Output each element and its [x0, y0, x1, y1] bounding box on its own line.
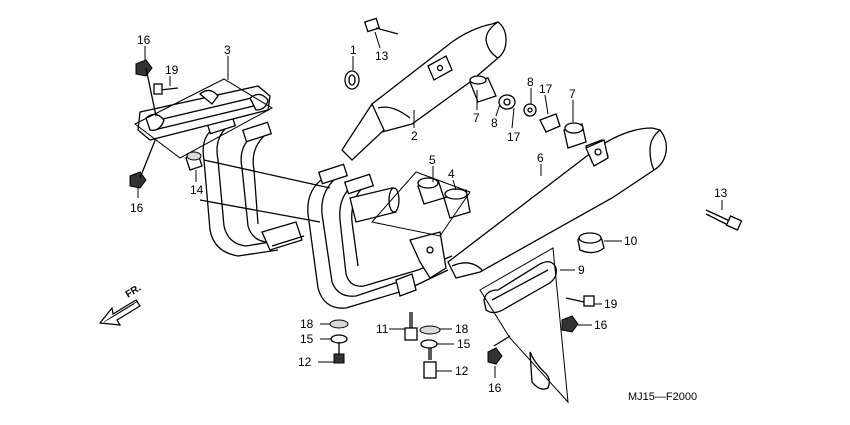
leader-box-4-5	[371, 171, 471, 237]
upper-muffler	[341, 21, 507, 161]
callout-10: 10	[624, 234, 638, 248]
cap-14	[185, 151, 203, 171]
callout-13: 13	[375, 49, 389, 63]
collar-4	[443, 188, 471, 219]
bolt-13-right	[705, 209, 743, 231]
bolt-11	[404, 312, 418, 341]
callout-7: 7	[569, 87, 576, 101]
callout-16: 16	[488, 381, 502, 395]
nut-16-top	[135, 59, 157, 117]
callout-2: 2	[411, 129, 418, 143]
callout-8: 8	[491, 116, 498, 130]
gasket-1	[344, 70, 360, 90]
nut-16-mid	[129, 137, 157, 189]
callout-7: 7	[473, 111, 480, 125]
callout-16: 16	[130, 201, 144, 215]
collar-5	[417, 177, 445, 205]
callout-18: 18	[300, 317, 314, 331]
callout-19: 19	[165, 63, 179, 77]
callout-4: 4	[448, 167, 455, 181]
front-direction-arrow	[98, 299, 141, 326]
callout-5: 5	[429, 153, 436, 167]
callout-16: 16	[594, 318, 608, 332]
callout-1: 1	[350, 43, 357, 57]
callout-18: 18	[455, 322, 469, 336]
callout-19: 19	[604, 297, 618, 311]
callout-15: 15	[457, 337, 471, 351]
cap-10	[577, 232, 605, 254]
callout-17: 17	[507, 130, 521, 144]
callout-16: 16	[137, 33, 151, 47]
bolt-19-right	[565, 295, 595, 307]
header-pipes-left	[199, 113, 331, 257]
bolt-19-left	[153, 83, 179, 95]
washer-stack-right	[419, 325, 441, 379]
lower-muffler	[447, 127, 668, 279]
leader-box-9	[479, 247, 569, 404]
callout-17: 17	[539, 82, 553, 96]
callout-12: 12	[298, 355, 312, 369]
bolt-13-top	[363, 17, 399, 35]
leader-lines	[137, 31, 723, 378]
callout-8: 8	[527, 75, 534, 89]
diagram-code: MJ15—F2000	[628, 391, 697, 403]
callout-13: 13	[714, 186, 728, 200]
callout-11: 11	[376, 322, 389, 336]
callout-labels: 16 19 3 16 14 1 13 2 7 8 17 8 17 7 5 4 6…	[130, 33, 728, 395]
callout-6: 6	[537, 151, 544, 165]
nut-16-right	[561, 315, 579, 333]
leader-box-3	[134, 78, 274, 159]
callout-15: 15	[300, 332, 314, 346]
callout-3: 3	[224, 43, 231, 57]
washer-stack-left	[329, 319, 349, 364]
callout-12: 12	[455, 364, 469, 378]
callout-9: 9	[578, 263, 585, 277]
nut-16-bottom	[487, 335, 511, 365]
heat-shield-3	[137, 85, 271, 141]
callout-14: 14	[190, 183, 204, 197]
mount-bushings-upper	[469, 75, 609, 167]
direction-label: FR.	[124, 283, 144, 301]
